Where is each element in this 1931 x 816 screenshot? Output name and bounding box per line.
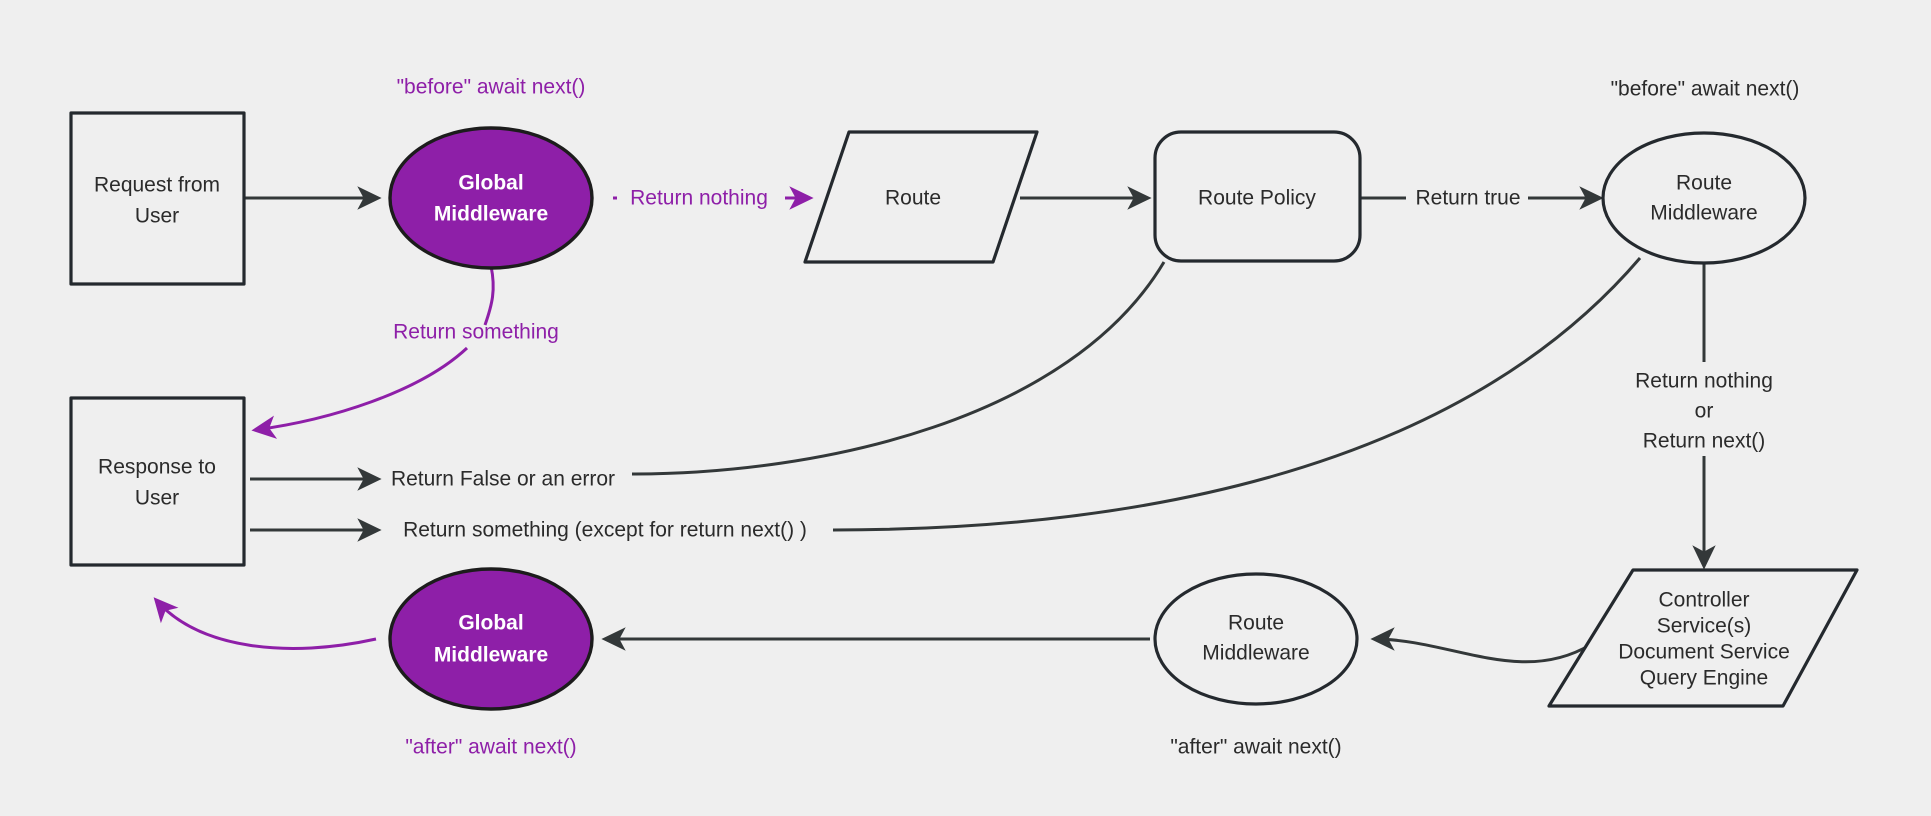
node-route[interactable]: Route — [803, 130, 1039, 264]
edge-route-middleware-to-response-curve — [832, 257, 1642, 532]
edge-route-policy-to-response-curve — [631, 261, 1166, 476]
controller-services-label-line3: Document Service — [1618, 641, 1790, 664]
controller-services-label-line4: Query Engine — [1640, 667, 1768, 690]
global-middleware-top-label-line1: Global — [458, 172, 523, 195]
controller-services-label-line1: Controller — [1658, 589, 1749, 612]
response-to-user-box — [69, 396, 246, 567]
global-middleware-bottom-label-line2: Middleware — [434, 644, 548, 667]
route-middleware-top-label-line2: Middleware — [1650, 202, 1757, 225]
node-route-middleware-bottom[interactable]: Route Middleware — [1153, 572, 1359, 706]
response-to-user-label-line1: Response to — [98, 456, 216, 479]
edge-label-return-false-or-error: Return False or an error — [391, 468, 615, 491]
annotation-before-await-next-left: "before" await next() — [397, 76, 586, 99]
route-middleware-top-ellipse — [1601, 131, 1807, 265]
annotation-after-await-next-right: "after" await next() — [1170, 736, 1341, 759]
route-middleware-bottom-label-line1: Route — [1228, 612, 1284, 635]
edge-label-return-nothing-or-2: or — [1695, 400, 1714, 423]
global-middleware-bottom-label-line1: Global — [458, 612, 523, 635]
route-middleware-top-label-line1: Route — [1676, 172, 1732, 195]
node-global-middleware-top[interactable]: Global Middleware — [388, 126, 594, 270]
edge-label-return-nothing-or-1: Return nothing — [1635, 370, 1773, 393]
node-global-middleware-bottom[interactable]: Global Middleware — [388, 567, 594, 711]
edge-label-return-nothing: Return nothing — [630, 187, 768, 210]
annotation-after-await-next-left: "after" await next() — [405, 736, 576, 759]
route-label: Route — [885, 187, 941, 210]
global-middleware-bottom-ellipse — [388, 567, 594, 711]
global-middleware-top-label-line2: Middleware — [434, 203, 548, 226]
node-controller-services[interactable]: Controller Service(s) Document Service Q… — [1547, 568, 1859, 708]
response-to-user-label-line2: User — [135, 487, 179, 510]
route-policy-label: Route Policy — [1198, 187, 1316, 210]
edge-label-return-true: Return true — [1415, 187, 1520, 210]
edge-label-return-something-except: Return something (except for return next… — [403, 519, 807, 542]
request-from-user-label-line2: User — [135, 205, 179, 228]
node-route-middleware-top[interactable]: Route Middleware — [1601, 131, 1807, 265]
global-middleware-top-ellipse — [388, 126, 594, 270]
edge-label-return-nothing-or-3: Return next() — [1643, 430, 1766, 453]
edge-global-middleware-return-something-lower — [251, 346, 469, 439]
route-policy-box — [1153, 130, 1362, 263]
node-response-to-user[interactable]: Response to User — [69, 396, 246, 567]
annotation-before-await-next-right: "before" await next() — [1611, 78, 1800, 101]
edge-controller-to-route-middleware-bottom — [1370, 627, 1591, 664]
route-middleware-bottom-ellipse — [1153, 572, 1359, 706]
edge-label-return-something: Return something — [393, 321, 559, 344]
controller-services-label-line2: Service(s) — [1657, 615, 1752, 638]
route-middleware-bottom-label-line2: Middleware — [1202, 642, 1309, 665]
request-from-user-box — [69, 111, 246, 286]
controller-services-parallelogram — [1547, 568, 1859, 708]
route-parallelogram — [803, 130, 1039, 264]
node-route-policy[interactable]: Route Policy — [1153, 130, 1362, 263]
node-request-from-user[interactable]: Request from User — [69, 111, 246, 286]
edge-global-middleware-return-something-upper — [483, 265, 495, 326]
edge-global-middleware-bottom-to-response — [153, 597, 377, 650]
request-from-user-label-line1: Request from — [94, 174, 220, 197]
